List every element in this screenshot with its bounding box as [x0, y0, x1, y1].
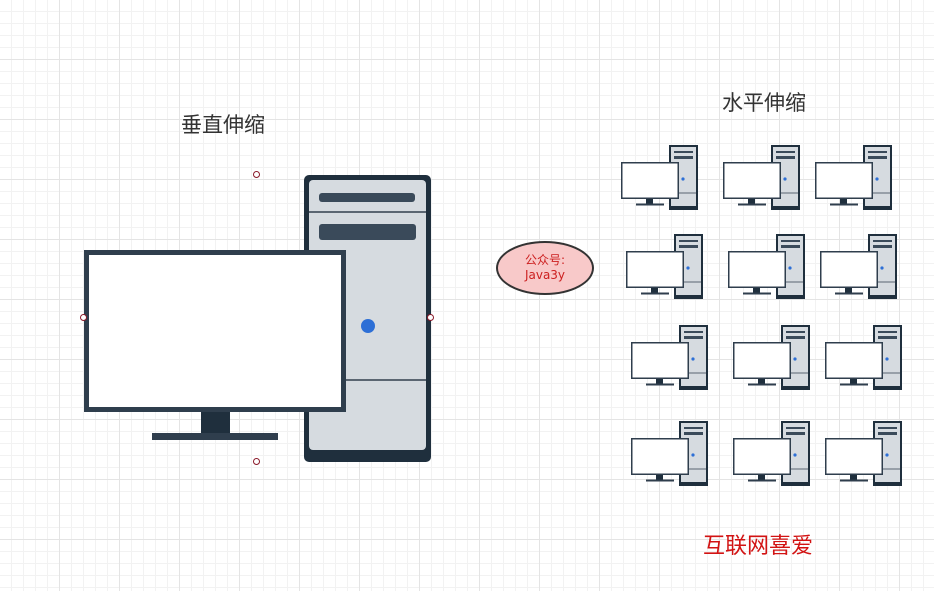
small-computer-icon — [733, 421, 810, 486]
horizontal-scaling-label: 水平伸缩 — [722, 91, 806, 115]
power-button-icon — [361, 319, 375, 333]
selection-handle-bottom[interactable] — [253, 458, 260, 465]
watermark-bubble: 公众号: Java3y — [496, 241, 594, 295]
internet-favorite-label: 互联网喜爱 — [703, 534, 814, 559]
small-computer-icon — [825, 325, 902, 390]
selection-handle-left[interactable] — [80, 314, 87, 321]
small-computer-icon — [723, 145, 800, 210]
small-computer-icon — [820, 234, 897, 299]
small-computer-icon — [825, 421, 902, 486]
small-computer-icon — [626, 234, 703, 299]
small-computer-icon — [815, 145, 892, 210]
vertical-scaling-label: 垂直伸缩 — [181, 113, 265, 137]
selection-handle-right[interactable] — [427, 314, 434, 321]
watermark-line1: 公众号: — [524, 253, 566, 267]
small-computer-icon — [728, 234, 805, 299]
selection-handle-top[interactable] — [253, 171, 260, 178]
watermark-line2: Java3y — [524, 268, 566, 282]
small-computer-icon — [631, 325, 708, 390]
monitor-icon — [84, 250, 346, 440]
small-computer-icon — [631, 421, 708, 486]
small-computer-icon — [621, 145, 698, 210]
small-computer-icon — [733, 325, 810, 390]
horizontal-scaling-cluster — [621, 145, 902, 486]
